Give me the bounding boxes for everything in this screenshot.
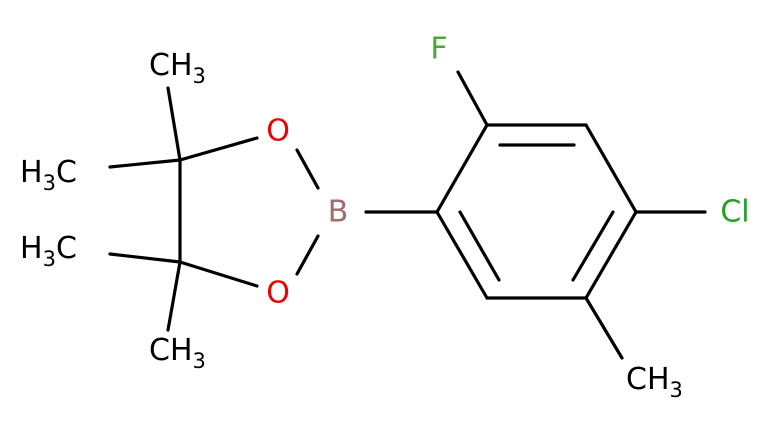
methyl-upper-left-sub: 3 [43, 171, 56, 195]
bond-c8-methyl-left [108, 252, 182, 264]
bond-o1-c7 [178, 136, 259, 162]
methyl-bottom-main: CH [149, 333, 193, 368]
methyl-aryl-sub: 3 [670, 378, 683, 402]
methyl-lower-left-sub: 3 [43, 247, 56, 271]
atom-boron: B [328, 195, 349, 230]
methyl-upper-left: H3C [20, 155, 77, 195]
atom-labels: F Cl O O B [266, 32, 749, 311]
bond-c5-methyl [584, 296, 624, 360]
atom-oxygen-top: O [266, 114, 290, 149]
bond-o2-c8 [178, 260, 259, 288]
bond-c2-f [456, 70, 489, 127]
methyl-bottom-sub: 3 [193, 349, 206, 373]
methyl-upper-left-tail: C [56, 155, 77, 190]
methyl-top-right: CH3 [149, 48, 206, 88]
bond-c7-methyl-left [108, 158, 182, 169]
bond-c4-c5 [584, 210, 638, 300]
bond-c3-c4 [584, 123, 638, 214]
methyl-bottom: CH3 [149, 333, 206, 373]
methyl-aryl-main: CH [626, 362, 670, 397]
bond-c6-c1-inner [458, 210, 501, 282]
bond-c6-c1 [435, 210, 489, 300]
methyl-lower-left: H3C [20, 231, 77, 271]
methyl-lower-left-main: H [20, 231, 43, 266]
bond-c4-c5-inner [571, 210, 615, 282]
bond-b-o1 [295, 148, 320, 190]
bond-c1-c2 [435, 123, 489, 214]
atom-fluorine: F [430, 32, 447, 67]
atom-chlorine: Cl [720, 195, 749, 230]
atom-oxygen-bottom: O [266, 276, 290, 311]
methyl-top-right-main: CH [149, 48, 193, 83]
bond-c8-methyl-bottom [166, 260, 182, 332]
methyl-top-right-sub: 3 [193, 64, 206, 88]
bond-c7-methyl-top [166, 86, 182, 162]
bonds [108, 70, 707, 360]
methyl-upper-left-main: H [20, 155, 43, 190]
bond-b-o2 [295, 234, 320, 276]
methyl-labels: CH3 H3C H3C CH3 CH3 [20, 48, 683, 402]
methyl-lower-left-tail: C [56, 231, 77, 266]
methyl-aryl: CH3 [626, 362, 683, 402]
